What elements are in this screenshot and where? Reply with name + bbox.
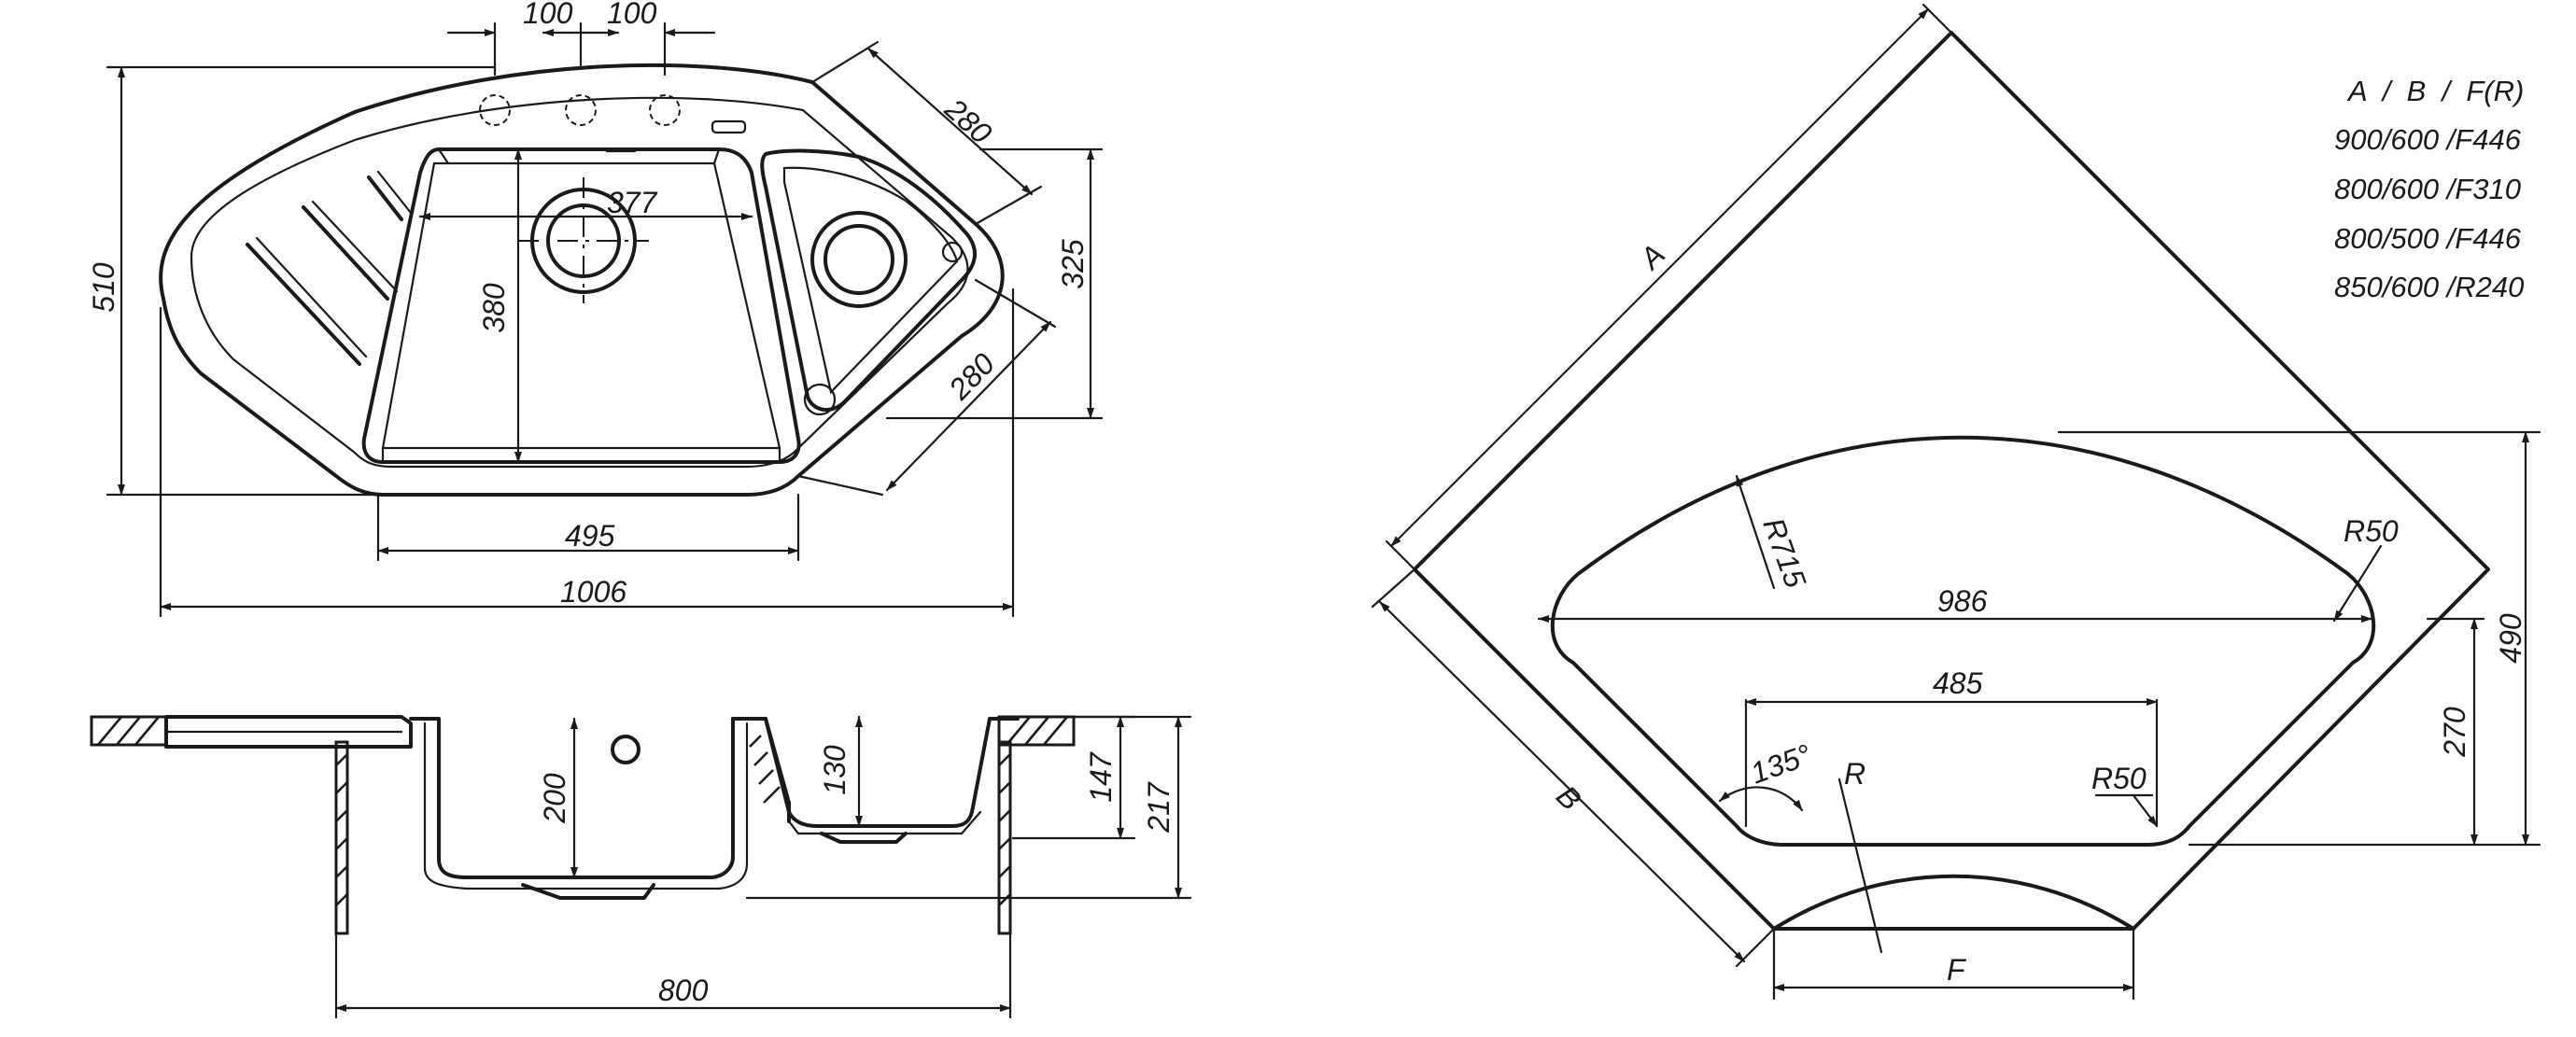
dim-height-147: 147 xyxy=(1084,751,1118,803)
size-legend: A / B / F(R) 900/600 /F446 800/600 /F310… xyxy=(2334,75,2524,303)
legend-row: 800/600 /F310 xyxy=(2334,173,2521,205)
legend-row: 850/600 /R240 xyxy=(2334,271,2524,303)
dim-wing-upper: 280 xyxy=(938,91,999,150)
dim-angle: 135° xyxy=(1746,737,1816,791)
label-r: R xyxy=(1844,757,1865,791)
label-b: B xyxy=(1550,778,1588,817)
cabinet-wall-left xyxy=(334,740,349,935)
cutout-contour xyxy=(1550,435,2376,847)
dim-radius-corner-bottom: R50 xyxy=(2091,762,2147,795)
sink-deck-contour xyxy=(190,96,969,469)
dim-height-270: 270 xyxy=(2438,707,2471,758)
label-f: F xyxy=(1947,953,1967,987)
legend-row: 900/600 /F446 xyxy=(2334,123,2522,156)
sink-top-view: 100 100 510 377 380 495 1006 280 280 xyxy=(87,0,1104,618)
dim-small-depth: 130 xyxy=(818,745,852,795)
dim-overall-width: 1006 xyxy=(560,575,626,609)
dim-bowl-bottom: 495 xyxy=(565,519,615,553)
small-bowl xyxy=(760,148,977,416)
dim-radius-corner-top: R50 xyxy=(2344,514,2399,548)
dim-inner: 485 xyxy=(1933,666,1983,700)
section-main-bowl xyxy=(409,717,767,879)
section-small-bowl xyxy=(764,717,1020,828)
dim-bowl-length: 380 xyxy=(477,283,511,333)
dim-main-depth: 200 xyxy=(538,773,571,824)
dim-tap-spacing-1: 100 xyxy=(523,0,573,30)
drainer-grooves xyxy=(246,170,413,366)
dim-tap-spacing-2: 100 xyxy=(607,0,657,30)
dim-chord: 986 xyxy=(1937,584,1988,618)
legend-header: A / B / F(R) xyxy=(2346,75,2524,107)
dim-cabinet-width: 800 xyxy=(658,974,709,1007)
countertop-right xyxy=(997,715,1076,747)
sink-section-view: 200 130 147 217 800 xyxy=(90,715,1192,1019)
cabinet-wall-right xyxy=(997,740,1012,935)
sink-outer-contour xyxy=(159,63,1005,497)
dim-depth-left: 510 xyxy=(87,262,120,313)
dim-radius-large: R715 xyxy=(1756,513,1812,592)
dim-height-217: 217 xyxy=(1142,781,1175,834)
dim-height-490: 490 xyxy=(2494,613,2527,664)
sink-rim xyxy=(164,715,413,749)
legend-row: 800/500 /F446 xyxy=(2334,222,2522,255)
tap-holes xyxy=(479,94,747,134)
dim-right-height: 325 xyxy=(1056,239,1090,289)
main-bowl xyxy=(361,147,801,464)
dim-bowl-width: 377 xyxy=(607,186,658,219)
dim-wing-lower: 280 xyxy=(941,346,1001,406)
